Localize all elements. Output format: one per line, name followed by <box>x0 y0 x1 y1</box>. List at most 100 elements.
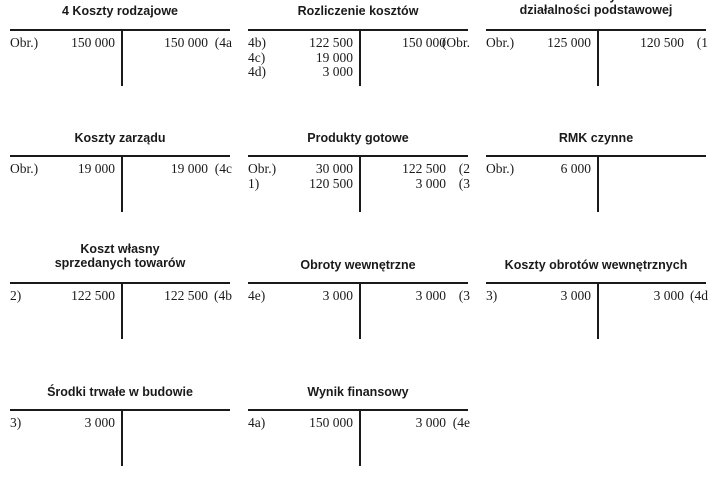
debit-entry: 3) 3 000 <box>486 288 594 304</box>
account-center-rule <box>121 282 123 339</box>
debit-entry: Obr.) 125 000 <box>486 35 594 51</box>
account-title: Koszty obrotów wewnętrznych <box>486 258 706 272</box>
entry-amount: 6 000 <box>560 161 591 176</box>
entry-amount: 3 000 <box>322 64 353 79</box>
entry-reference: (Obr. <box>441 35 470 50</box>
account-center-rule <box>597 282 599 339</box>
debit-side: Obr.) 19 000 <box>10 161 118 177</box>
debit-entry: 3) 3 000 <box>10 415 118 431</box>
account-title-line: Rozliczenie kosztów <box>297 4 419 18</box>
account-title-line: RMK czynne <box>558 131 634 145</box>
debit-entry: Obr.) 150 000 <box>10 35 118 51</box>
debit-side: Obr.) 6 000 <box>486 161 594 177</box>
entry-amount: 3 000 <box>415 415 446 430</box>
entry-reference: Obr.) <box>486 35 515 50</box>
credit-side: (Obr.150 000 <box>362 35 470 51</box>
entry-reference: (4e <box>452 415 470 430</box>
entry-reference: 3) <box>10 415 22 430</box>
debit-entry: Obr.) 30 000 <box>248 161 356 177</box>
account-title: RMK czynne <box>486 131 706 145</box>
account-title-line: Koszty zarządu <box>74 131 166 145</box>
account-center-rule <box>597 29 599 86</box>
account-top-rule <box>248 409 468 411</box>
account-title-line: sprzedanych towarów <box>54 256 186 270</box>
entry-reference: Obr.) <box>486 161 515 176</box>
entry-amount: 120 500 <box>309 175 353 191</box>
entry-reference: 4d) <box>248 64 266 79</box>
entry-amount: 3 000 <box>84 415 115 430</box>
debit-entry: Obr.) 6 000 <box>486 161 594 177</box>
debit-entry: 4b)122 500 <box>248 35 356 51</box>
account-title: 4 Koszty rodzajowe <box>10 4 230 18</box>
credit-entry: (4e 3 000 <box>362 415 470 431</box>
account-top-rule <box>486 29 706 31</box>
entry-amount: 3 000 <box>653 288 684 303</box>
entry-reference: 1) <box>248 175 260 191</box>
entry-reference: 2) <box>10 288 22 303</box>
entry-amount: 120 500 <box>640 35 684 50</box>
credit-entry: (Obr.150 000 <box>362 35 470 51</box>
account-title-line: 4 Koszty rodzajowe <box>62 4 178 18</box>
entry-reference: (4b <box>214 288 232 303</box>
entry-amount: 122 500 <box>309 35 353 50</box>
entry-amount: 3 000 <box>415 175 446 191</box>
account-title-line: Wynik finansowy <box>307 385 409 399</box>
entry-amount: 30 000 <box>315 161 353 176</box>
entry-reference: (2 <box>458 161 470 176</box>
entry-amount: 150 000 <box>309 415 353 430</box>
debit-entry: 4e)3 000 <box>248 288 356 304</box>
entry-reference: Obr.) <box>10 35 39 50</box>
credit-side: (4e 3 000 <box>362 415 470 431</box>
entry-amount: 19 000 <box>170 161 208 176</box>
account-center-rule <box>359 155 361 212</box>
entry-amount: 19 000 <box>77 161 115 176</box>
entry-amount: 125 000 <box>547 35 591 50</box>
entry-amount: 150 000 <box>71 35 115 50</box>
account-center-rule <box>121 409 123 466</box>
debit-side: 4e)3 000 <box>248 288 356 304</box>
account-top-rule <box>10 29 230 31</box>
account-top-rule <box>248 155 468 157</box>
entry-reference: Obr.) <box>10 161 39 176</box>
entry-amount: 150 000 <box>402 35 446 50</box>
account-center-rule <box>121 155 123 212</box>
account-title: Obroty wewnętrzne <box>248 258 468 272</box>
account-top-rule <box>486 155 706 157</box>
account-center-rule <box>359 409 361 466</box>
entry-reference: 4a) <box>248 415 266 430</box>
debit-side: Obr.) 125 000 <box>486 35 594 51</box>
debit-side: 4a) 150 000 <box>248 415 356 431</box>
account-title-line: Środki trwałe w budowie <box>47 385 193 399</box>
account-title: Kosztydziałalności podstawowej <box>486 0 706 17</box>
account-top-rule <box>10 409 230 411</box>
debit-side: 3) 3 000 <box>10 415 118 431</box>
entry-amount: 122 500 <box>164 288 208 303</box>
entry-amount: 3 000 <box>322 288 353 303</box>
entry-reference: Obr.) <box>248 161 277 176</box>
entry-amount: 3 000 <box>560 288 591 303</box>
account-top-rule <box>248 282 468 284</box>
account-title-line: Koszt własny <box>80 242 160 256</box>
entry-reference: (4a <box>214 35 232 50</box>
debit-side: 3) 3 000 <box>486 288 594 304</box>
account-center-rule <box>359 29 361 86</box>
account-title: Produkty gotowe <box>248 131 468 145</box>
account-top-rule <box>10 282 230 284</box>
debit-side: Obr.) 30 000 1) 120 500 <box>248 161 356 191</box>
account-top-rule <box>248 29 468 31</box>
entry-reference: 3) <box>486 288 498 303</box>
account-title-line: Obroty wewnętrzne <box>300 258 416 272</box>
